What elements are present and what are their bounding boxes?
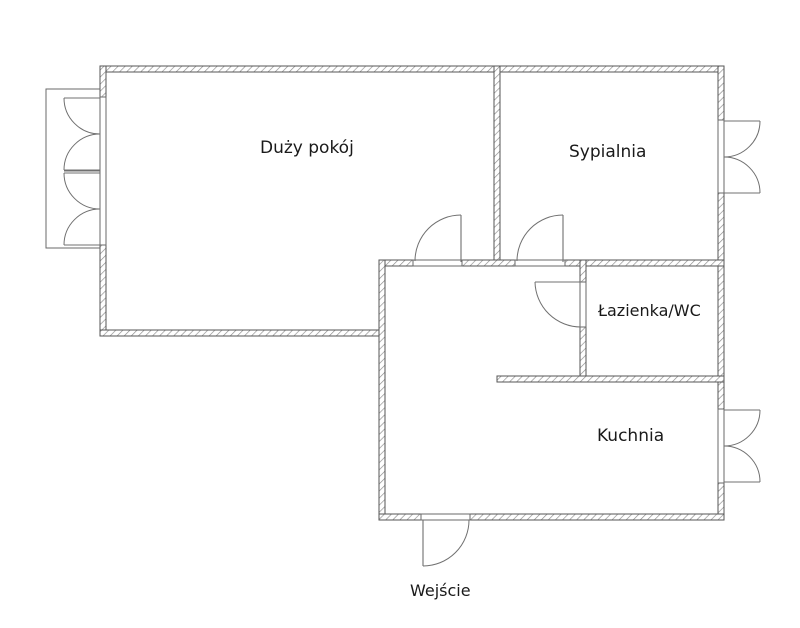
door-entrance <box>420 513 471 567</box>
door-bedroom-arc <box>516 214 564 262</box>
balcony-arc-4 <box>63 208 101 246</box>
balcony-arc-2 <box>63 133 101 171</box>
bedroom-window <box>717 119 761 194</box>
room-label-living: Duży pokój <box>260 138 354 158</box>
bedroom-window-sill <box>717 119 725 194</box>
walls <box>99 65 725 521</box>
door-living-sill <box>412 259 463 267</box>
wall-hall-top-2 <box>461 259 516 267</box>
kitchen-window-arc-2 <box>723 445 761 483</box>
door-living-room <box>412 214 463 267</box>
wall-right-1 <box>717 65 725 121</box>
wall-top <box>99 65 725 73</box>
bedroom-window-arc-2 <box>723 156 761 194</box>
wall-bottom-left <box>378 513 422 521</box>
wall-living-bottom <box>99 329 386 337</box>
bedroom-window-arc-1 <box>723 120 761 158</box>
door-bathroom-arc <box>534 281 582 328</box>
kitchen-window-sill <box>717 408 725 484</box>
door-bathroom <box>534 281 587 328</box>
balcony-sill <box>99 96 107 246</box>
entrance-label: Wejście <box>410 581 471 600</box>
room-label-bedroom: Sypialnia <box>569 142 646 162</box>
balcony-outline <box>45 88 100 249</box>
room-label-bathroom: Łazienka/WC <box>597 301 701 320</box>
door-entrance-arc <box>422 519 470 567</box>
wall-bottom-right <box>469 513 725 521</box>
door-bathroom-sill <box>579 281 587 328</box>
wall-left-upper <box>99 65 107 98</box>
door-entrance-sill <box>420 513 471 521</box>
wall-bath-kitchen <box>496 375 725 383</box>
wall-hall-left <box>378 259 386 521</box>
kitchen-window-arc-1 <box>723 409 761 447</box>
door-bedroom-sill <box>514 259 566 267</box>
balcony-arc-3 <box>63 172 101 210</box>
balcony-doors <box>45 88 107 249</box>
wall-bath-left-upper <box>579 259 587 283</box>
wall-bath-left-lower <box>579 326 587 383</box>
balcony-arc-1 <box>63 97 101 135</box>
room-label-kitchen: Kuchnia <box>597 426 664 446</box>
wall-living-bedroom <box>493 65 501 267</box>
kitchen-window <box>717 408 761 484</box>
door-bedroom <box>514 214 566 267</box>
wall-left-lower <box>99 244 107 337</box>
door-living-arc <box>414 214 462 262</box>
wall-hall-top-3 <box>564 259 725 267</box>
